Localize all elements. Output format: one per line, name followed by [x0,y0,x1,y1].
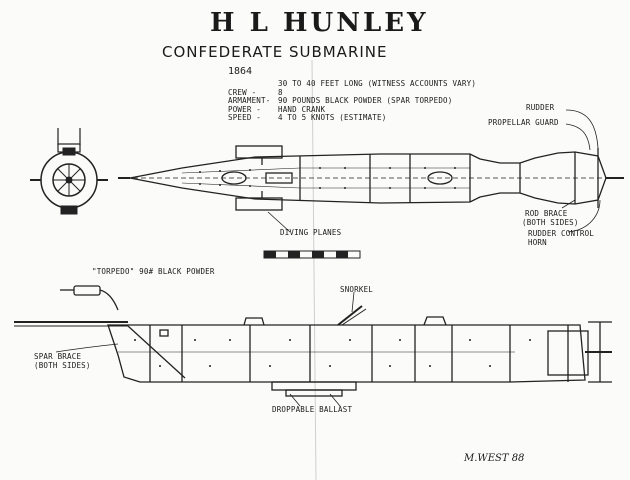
propeller-guard-label: PROPELLAR GUARD [488,118,559,127]
front-view [30,128,108,215]
top-view [118,145,624,211]
spec-row-armament: ARMAMENT- 90 POUNDS BLACK POWDER (SPAR TO… [228,96,476,106]
spec-key: SPEED - [228,113,262,123]
spec-key: CREW - [228,87,257,97]
scale-bar [263,250,361,259]
rudder-label: RUDDER [526,103,555,112]
spec-value: 90 POUNDS BLACK POWDER (SPAR TORPEDO) [278,96,453,106]
spec-key: POWER - [228,104,262,114]
top-view-leaders [267,109,601,233]
spec-row-power: POWER - HAND CRANK [228,104,476,115]
spec-row-crew: CREW - 8 [228,87,476,98]
rudder-control-label: RUDDER CONTROL [528,229,595,238]
spec-list: 30 TO 40 FEET LONG (WITNESS ACCOUNTS VAR… [228,79,477,123]
paper-fold-line [311,59,317,480]
spec-value: 30 TO 40 FEET LONG (WITNESS ACCOUNTS VAR… [278,79,477,88]
diving-planes-label: DIVING PLANES [280,228,342,237]
spar-brace-label: SPAR BRACE [34,352,82,361]
drawing-subtitle: CONFEDERATE SUBMARINE [162,43,388,61]
spec-row-speed: SPEED - 4 TO 5 KNOTS (ESTIMATE) [228,114,476,123]
spec-value: 8 [278,87,283,97]
rudder-control-label-2: HORN [528,238,547,247]
side-view-leaders [55,291,355,407]
spec-key: ARMAMENT- [228,96,271,106]
side-view [14,285,612,397]
torpedo-label: "TORPEDO" 90# BLACK POWDER [92,267,215,276]
rod-brace-note: (BOTH SIDES) [522,218,579,227]
artist-signature: M.WEST 88 [464,453,525,464]
drawing-title: H L HUNLEY [210,8,429,38]
year-label: 1864 [228,66,253,77]
ballast-label: DROPPABLE BALLAST [272,405,353,414]
spec-value: 4 TO 5 KNOTS (ESTIMATE) [278,113,387,123]
snorkel-label: SNORKEL [340,285,374,294]
rod-brace-label: ROD BRACE [525,209,568,218]
spec-value: HAND CRANK [278,104,326,114]
top-view-rivets [199,167,456,189]
spar-brace-note: (BOTH SIDES) [34,361,91,370]
side-view-rivets [134,339,531,367]
spec-row-length: 30 TO 40 FEET LONG (WITNESS ACCOUNTS VAR… [228,79,477,89]
